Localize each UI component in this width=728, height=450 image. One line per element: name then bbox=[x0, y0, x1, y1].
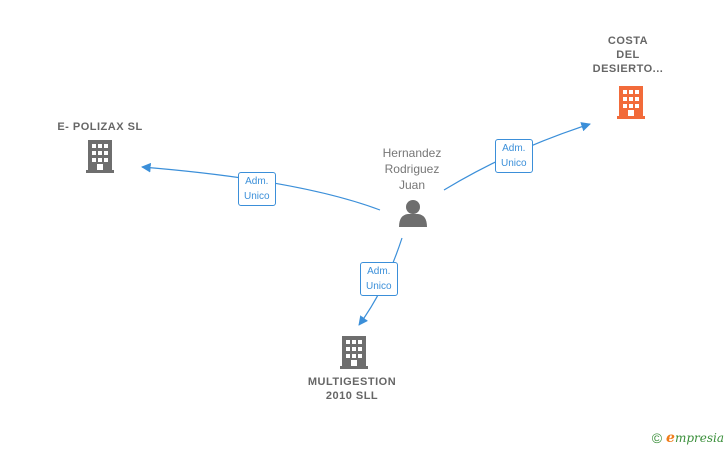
node-label-costa[interactable]: COSTA DEL DESIERTO... bbox=[592, 35, 664, 75]
edge-label-to-epolizax: Adm. Unico bbox=[238, 172, 276, 206]
edge-label-to-costa: Adm. Unico bbox=[495, 139, 533, 173]
empresia-watermark: © empresia bbox=[652, 430, 724, 446]
building-icon[interactable] bbox=[617, 86, 645, 119]
building-icon[interactable] bbox=[340, 336, 368, 369]
edge-label-to-multigestion: Adm. Unico bbox=[360, 262, 398, 296]
node-label-multigestion[interactable]: MULTIGESTION 2010 SLL bbox=[307, 376, 397, 402]
edge-to-epolizax bbox=[141, 162, 381, 211]
copyright-symbol: © bbox=[651, 430, 663, 446]
brand-logo: empresia bbox=[666, 430, 724, 446]
building-icon[interactable] bbox=[86, 140, 114, 173]
person-icon[interactable] bbox=[399, 200, 427, 227]
node-label-person[interactable]: Hernandez Rodriguez Juan bbox=[382, 146, 442, 192]
node-label-epolizax[interactable]: E- POLIZAX SL bbox=[57, 121, 143, 133]
